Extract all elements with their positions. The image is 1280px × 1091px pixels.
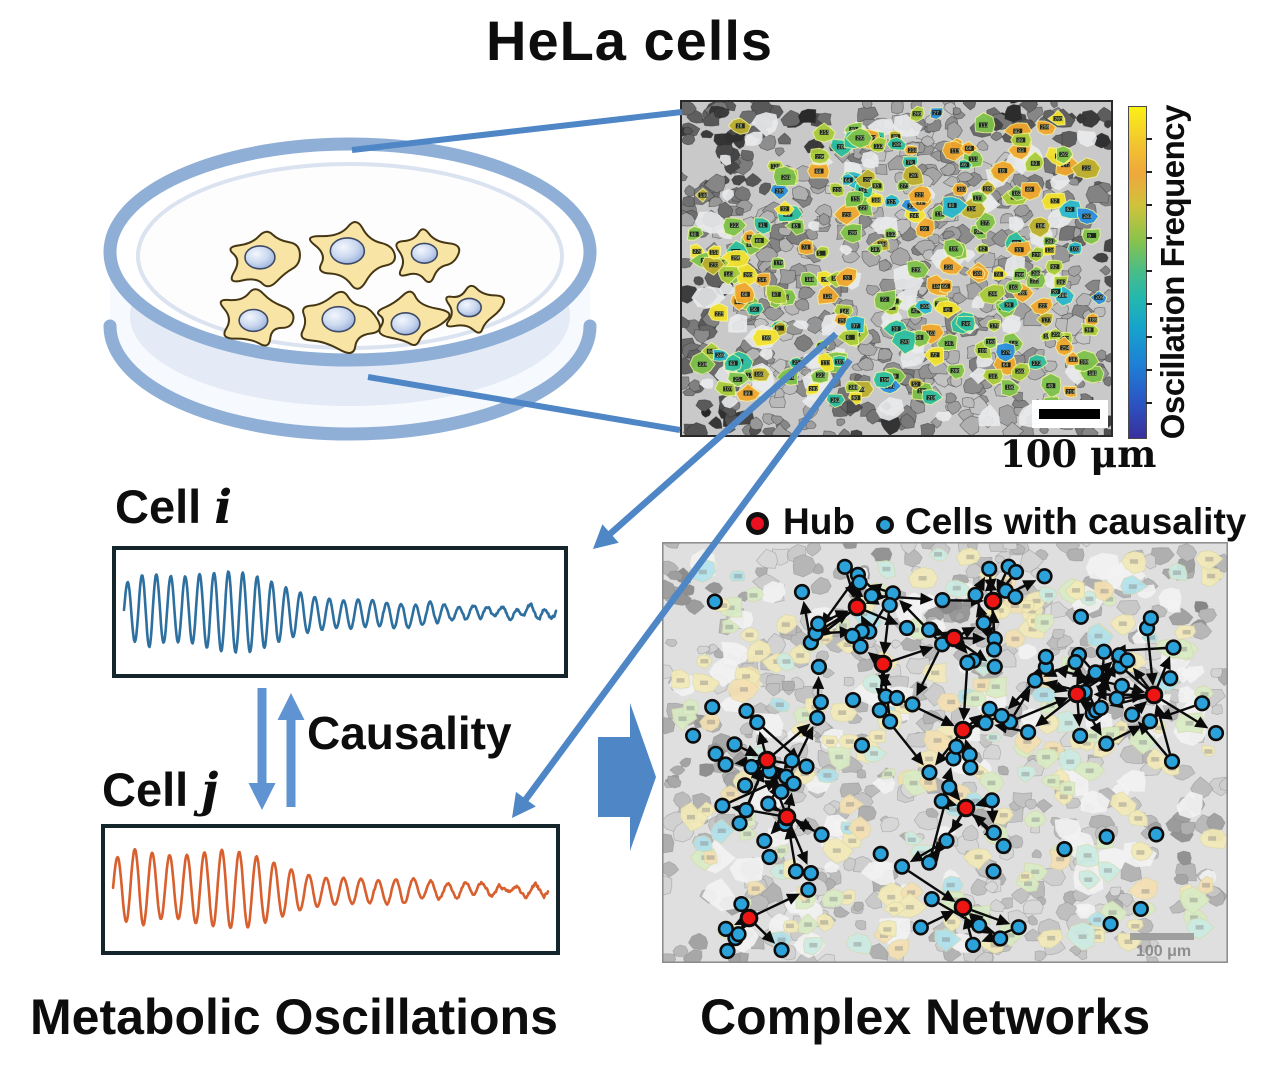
cell-i-word: Cell [115,480,202,533]
cell-j-label: Cell j [102,762,218,818]
figure-title: HeLa cells [486,9,774,72]
colorbar-tick [1146,204,1152,206]
cartoon-cell-nucleus [456,297,482,318]
cartoon-cell-nucleus [321,305,356,333]
cell-j-trace-box [101,824,560,955]
cell-i-waveform [122,570,558,654]
image-to-cell-j-arrow-head [512,791,536,818]
cartoon-cell-nucleus [410,242,439,264]
causality-label: Causality [307,707,512,759]
block-arrow-right-icon [598,703,656,851]
petri-dish-illustration [103,137,597,441]
oscillation-frequency-colorbar [1128,106,1147,439]
colorbar-tick [1146,402,1152,404]
colorbar-tick [1146,303,1152,305]
micrograph-canvas [680,100,1113,437]
cell-j-word: Cell [102,763,189,816]
network-canvas [662,542,1228,963]
colorbar-tick [1146,171,1152,173]
causality-down-arrow-head [248,783,276,810]
colorbar-tick [1146,270,1152,272]
colorbar-label: Oscillation Frequency [1154,105,1191,440]
causality-cells-legend-label: Cells with causality [905,501,1247,542]
hub-legend-dot-icon [746,512,769,535]
cell-i-label: Cell i [115,479,232,535]
cell-j-waveform [111,847,550,930]
cartoon-cell-nucleus [238,308,269,333]
micrograph-image [680,100,1113,437]
hela-cells-cartoon [219,221,506,354]
complex-networks-caption: Complex Networks [700,989,1151,1045]
colorbar-tick [1146,237,1152,239]
cartoon-cell-nucleus [390,312,421,336]
cell-j-letter: j [201,763,219,818]
colorbar-tick [1146,369,1152,371]
colorbar-label-wrap: Oscillation Frequency [1150,90,1196,455]
cartoon-cell-nucleus [329,237,366,265]
colorbar-tick [1146,336,1152,338]
micrograph-scale-label: 100 μm [1000,432,1157,476]
cell-i-letter: i [214,480,233,535]
causality-up-arrow-head [277,693,305,720]
image-to-cell-i-arrow-head [593,524,619,549]
hub-legend-label: Hub [783,501,855,542]
colorbar-tick [1146,138,1152,140]
cartoon-cell-nucleus [244,245,276,270]
metabolic-oscillations-caption: Metabolic Oscillations [30,989,558,1045]
cell-i-trace-box [112,546,568,678]
complex-network-image [662,542,1228,963]
causality-cells-legend-dot-icon [876,516,894,534]
